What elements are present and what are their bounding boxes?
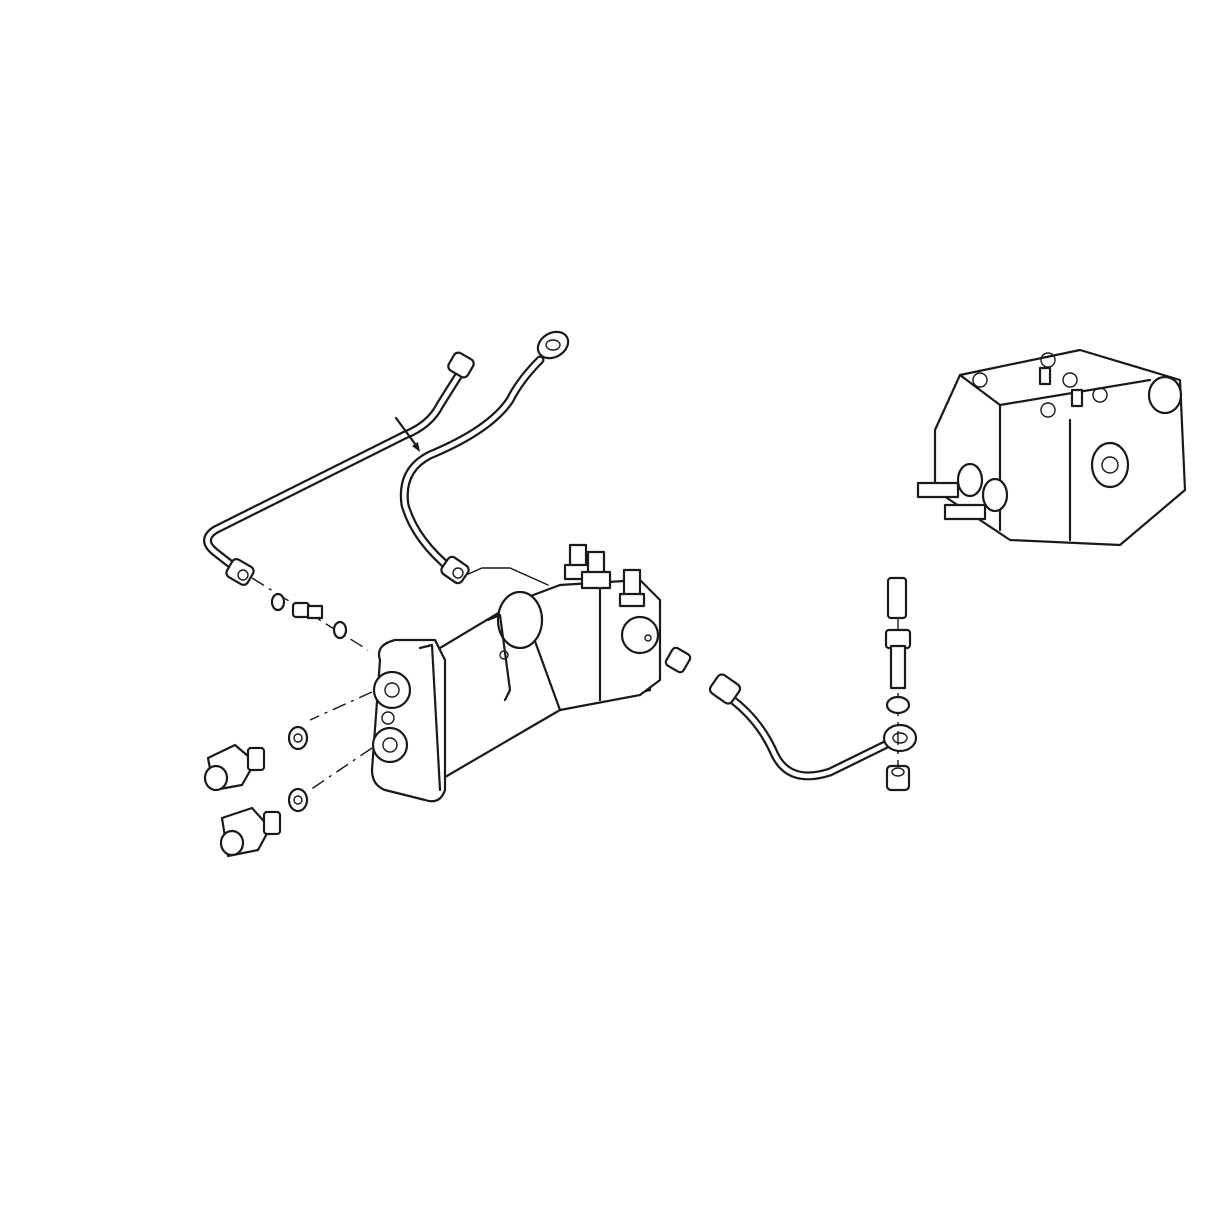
rigid-pipe-left bbox=[203, 351, 475, 586]
top-fitting bbox=[580, 550, 612, 590]
banjo-eye bbox=[536, 330, 570, 360]
connector-upper bbox=[203, 691, 373, 792]
steering-cylinder bbox=[370, 543, 662, 803]
banjo-bolt-stack bbox=[884, 576, 912, 792]
connector-small bbox=[251, 577, 369, 651]
control-valve-inset bbox=[916, 348, 1187, 547]
pipe-nut bbox=[447, 351, 475, 379]
leader-line bbox=[465, 567, 549, 586]
pipe-nut bbox=[440, 555, 470, 585]
flexible-hose bbox=[664, 646, 918, 781]
rigid-pipe-right bbox=[399, 330, 570, 585]
top-fitting bbox=[563, 543, 593, 581]
arrow-icon bbox=[394, 416, 420, 452]
pipe-nut bbox=[225, 558, 255, 586]
connector-lower bbox=[219, 747, 373, 858]
top-fitting bbox=[618, 568, 646, 608]
